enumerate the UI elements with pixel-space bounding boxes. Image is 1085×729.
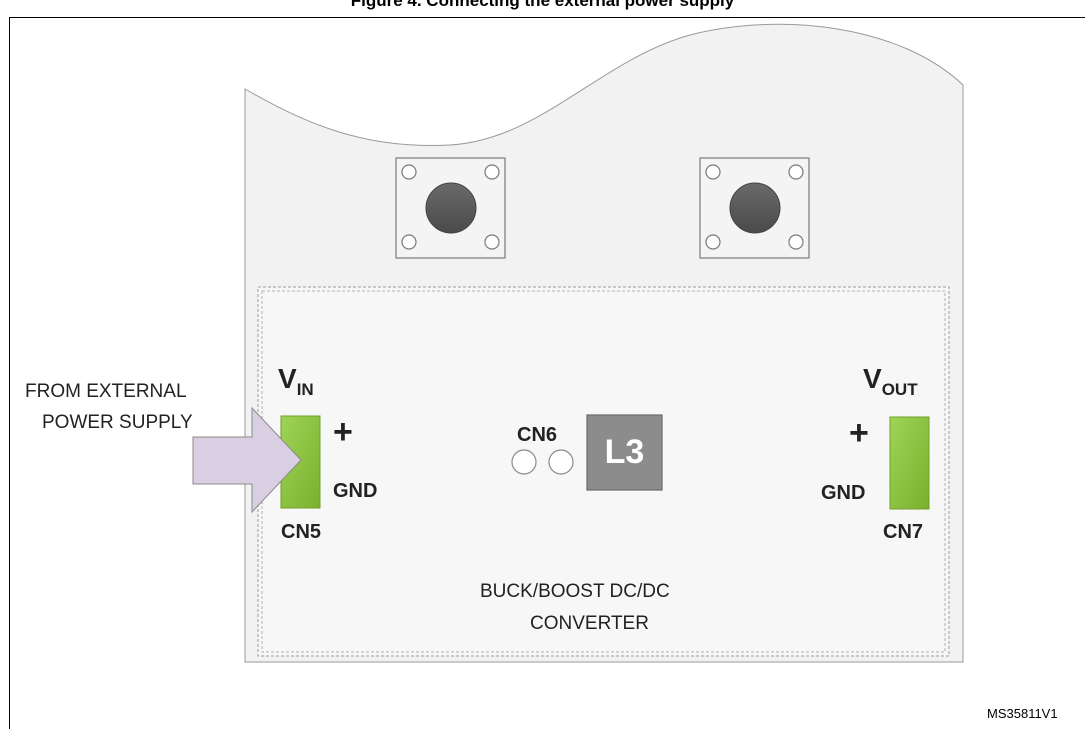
power-input-arrow xyxy=(192,406,302,514)
vin-subscript: IN xyxy=(296,380,314,399)
push-button-right xyxy=(699,157,810,259)
cn7-gnd-label: GND xyxy=(821,482,866,504)
vin-label: VIN xyxy=(278,363,314,399)
cn5-label: CN5 xyxy=(281,521,322,543)
converter-label-line1: BUCK/BOOST DC/DC xyxy=(480,581,670,602)
cn6-pad-left xyxy=(511,449,537,475)
cn7-connector xyxy=(889,416,930,510)
vout-subscript: OUT xyxy=(881,380,918,399)
cn6-pad-right xyxy=(548,449,574,475)
l3-label: L3 xyxy=(604,433,645,471)
source-label-line1: FROM EXTERNAL xyxy=(25,381,187,402)
cn7-plus-label: + xyxy=(849,414,869,452)
vin-main: V xyxy=(278,363,297,394)
vout-label: VOUT xyxy=(863,363,918,399)
source-label-line2: POWER SUPPLY xyxy=(42,412,193,433)
figure-code: MS35811V1 xyxy=(987,706,1058,721)
push-button-left xyxy=(395,157,506,259)
cn7-label: CN7 xyxy=(883,521,924,543)
converter-label-line2: CONVERTER xyxy=(530,613,649,634)
figure-frame-top xyxy=(9,17,1085,18)
l3-inductor xyxy=(586,414,663,491)
figure-caption: Figure 4. Connecting the external power … xyxy=(350,0,735,10)
cn5-gnd-label: GND xyxy=(333,480,378,502)
cn6-label: CN6 xyxy=(517,424,558,446)
vout-main: V xyxy=(863,363,882,394)
cn5-plus-label: + xyxy=(333,413,353,451)
figure-frame-left xyxy=(9,17,10,729)
